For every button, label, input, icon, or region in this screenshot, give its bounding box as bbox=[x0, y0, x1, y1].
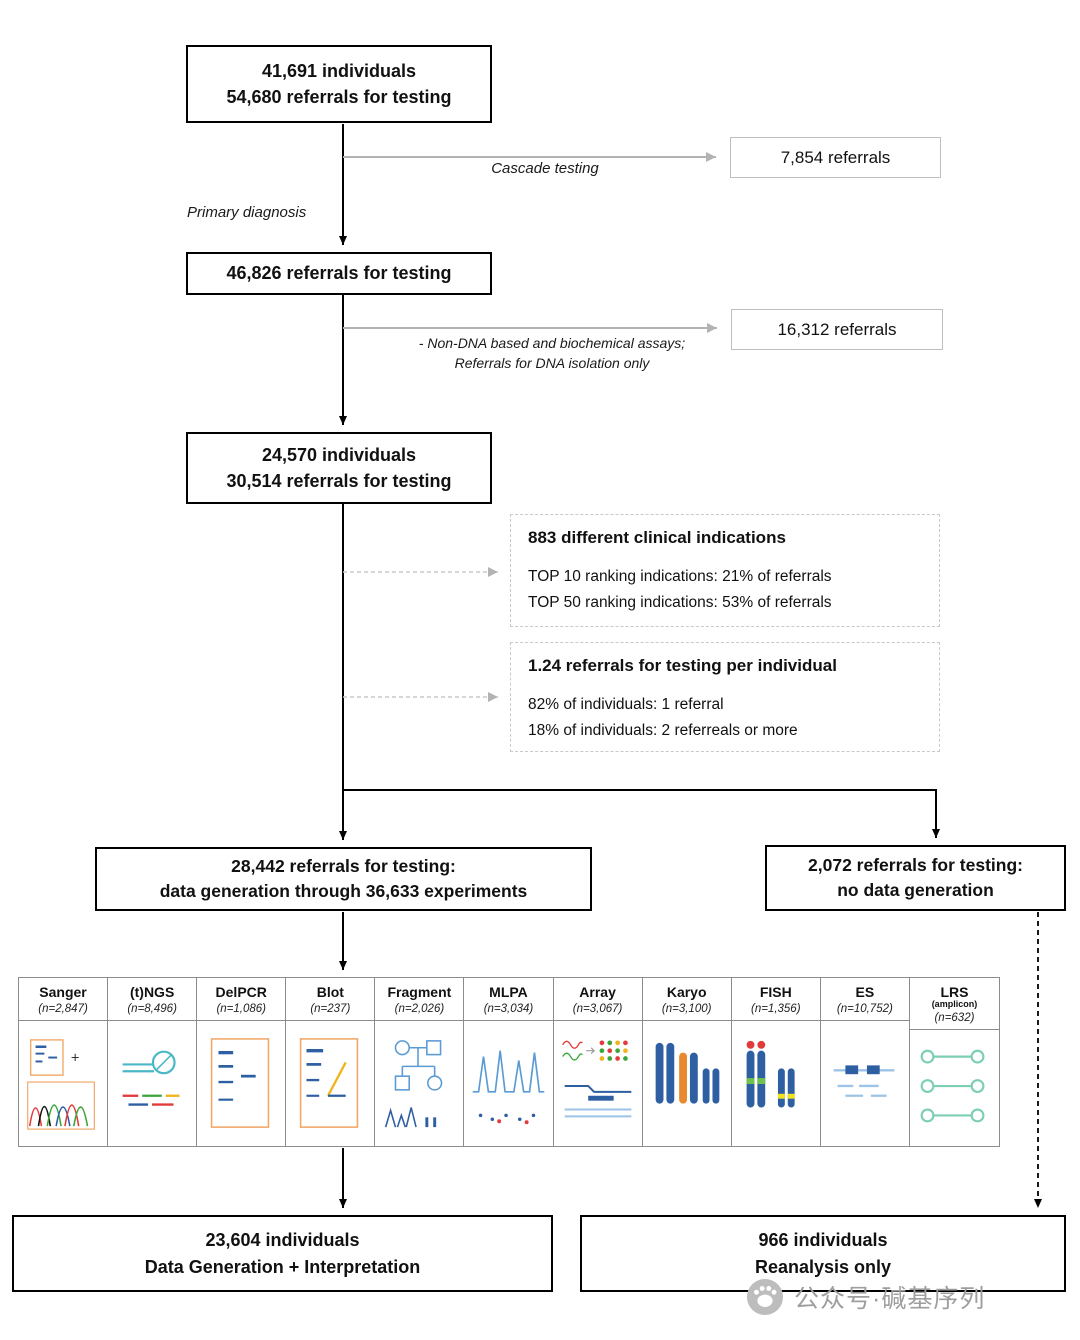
method-count: (n=3,067) bbox=[572, 1003, 623, 1015]
method-subname: (amplicon) bbox=[931, 999, 978, 1009]
interpretation-line1: 23,604 individuals bbox=[205, 1230, 360, 1251]
mlpa-icon bbox=[464, 1021, 552, 1146]
cascade-testing-label: Cascade testing bbox=[491, 160, 599, 177]
method-column-karyo: Karyo (n=3,100) bbox=[642, 978, 732, 1146]
es-icon bbox=[821, 1021, 909, 1146]
method-header: Blot (n=237) bbox=[286, 978, 375, 1021]
interpretation-box: 23,604 individuals Data Generation + Int… bbox=[12, 1215, 553, 1292]
fragment-icon bbox=[375, 1021, 463, 1146]
method-name: FISH bbox=[759, 984, 792, 1000]
reanalysis-line2: Reanalysis only bbox=[754, 1256, 892, 1277]
referrals-per-individual-line1: 82% of individuals: 1 referral bbox=[528, 696, 724, 713]
watermark-text: 公众号·碱基序列 bbox=[794, 1285, 986, 1313]
referrals-per-individual-info-box: 1.24 referrals for testing per individua… bbox=[510, 642, 940, 752]
data-generation-line1: 28,442 referrals for testing: bbox=[231, 855, 456, 876]
method-count: (n=3,100) bbox=[661, 1003, 712, 1015]
svg-text:+: + bbox=[71, 1050, 80, 1066]
referrals-46826-box: 46,826 referrals for testing bbox=[186, 252, 492, 295]
data-generation-box: 28,442 referrals for testing: data gener… bbox=[95, 847, 592, 911]
method-header: ES (n=10,752) bbox=[820, 978, 909, 1021]
method-name: ES bbox=[855, 984, 875, 1000]
individuals-24570-box: 24,570 individuals 30,514 referrals for … bbox=[186, 432, 492, 504]
method-name: LRS bbox=[940, 984, 969, 1000]
method-column-mlpa: MLPA (n=3,034) bbox=[464, 978, 554, 1146]
exclusion-label-line1: - Non-DNA based and biochemical assays; bbox=[418, 335, 686, 351]
referrals-per-individual-line2: 18% of individuals: 2 referreals or more bbox=[528, 721, 798, 739]
method-column-delpcr: DelPCR (n=1,086) bbox=[197, 978, 287, 1146]
watermark-logo-icon bbox=[746, 1278, 784, 1316]
method-header: Sanger (n=2,847) bbox=[19, 978, 108, 1021]
karyo-icon bbox=[643, 1021, 731, 1146]
methods-row: Sanger (n=2,847) + (t)NGS (n=8,496) DelPCR (n=… bbox=[18, 977, 1000, 1147]
exclusion-label: - Non-DNA based and biochemical assays; … bbox=[378, 333, 726, 374]
method-name: DelPCR bbox=[215, 984, 267, 1000]
method-column-array: Array (n=3,067) bbox=[553, 978, 643, 1146]
method-count: (n=237) bbox=[310, 1003, 351, 1015]
method-name: Blot bbox=[316, 984, 344, 1000]
individuals-24570-line2: 30,514 referrals for testing bbox=[226, 471, 452, 491]
method-header: Karyo (n=3,100) bbox=[642, 978, 731, 1021]
data-generation-line2: data generation through 36,633 experimen… bbox=[159, 881, 528, 901]
method-count: (n=632) bbox=[934, 1012, 975, 1024]
ngs-icon bbox=[108, 1021, 196, 1146]
method-column-tngs: (t)NGS (n=8,496) bbox=[108, 978, 198, 1146]
method-column-lrs: LRS(amplicon) (n=632) bbox=[909, 978, 999, 1146]
method-column-blot: Blot (n=237) bbox=[286, 978, 376, 1146]
interpretation-line2: Data Generation + Interpretation bbox=[144, 1256, 421, 1277]
clinical-indications-title: 883 different clinical indications bbox=[528, 528, 786, 547]
referrals-per-individual-title: 1.24 referrals for testing per individua… bbox=[528, 656, 837, 675]
method-column-fish: FISH (n=1,356) bbox=[731, 978, 821, 1146]
method-header: Fragment (n=2,026) bbox=[375, 978, 464, 1021]
individuals-24570-line1: 24,570 individuals bbox=[261, 444, 417, 465]
total-individuals-line2: 54,680 referrals for testing bbox=[226, 87, 452, 107]
method-column-sanger: Sanger (n=2,847) + bbox=[19, 978, 109, 1146]
method-count: (n=2,847) bbox=[38, 1003, 88, 1015]
array-icon bbox=[554, 1021, 642, 1146]
no-data-generation-box: 2,072 referrals for testing: no data gen… bbox=[765, 845, 1066, 911]
method-name: MLPA bbox=[489, 984, 528, 1000]
blot-icon bbox=[286, 1021, 374, 1146]
method-count: (n=1,086) bbox=[216, 1003, 266, 1015]
method-name: Sanger bbox=[39, 984, 87, 1000]
method-name: Karyo bbox=[666, 984, 707, 1000]
method-count: (n=3,034) bbox=[483, 1003, 534, 1015]
clinical-indications-line2: TOP 50 ranking indications: 53% of refer… bbox=[528, 593, 832, 611]
no-data-generation-line1: 2,072 referrals for testing: bbox=[808, 854, 1023, 875]
total-individuals-box: 41,691 individuals 54,680 referrals for … bbox=[186, 45, 492, 123]
method-count: (n=10,752) bbox=[836, 1003, 893, 1015]
clinical-indications-info-box: 883 different clinical indications TOP 1… bbox=[510, 514, 940, 627]
method-name: Array bbox=[579, 984, 616, 1000]
cascade-referrals-box: 7,854 referrals bbox=[730, 137, 941, 178]
method-header: FISH (n=1,356) bbox=[731, 978, 820, 1021]
reanalysis-box: 966 individuals Reanalysis only bbox=[580, 1215, 1066, 1292]
delpcr-icon bbox=[197, 1021, 285, 1146]
total-individuals-line1: 41,691 individuals bbox=[261, 60, 417, 81]
lrs-icon bbox=[910, 1030, 999, 1146]
method-header: (t)NGS (n=8,496) bbox=[108, 978, 197, 1021]
method-header: DelPCR (n=1,086) bbox=[197, 978, 286, 1021]
clinical-indications-line1: TOP 10 ranking indications: 21% of refer… bbox=[528, 568, 832, 585]
method-count: (n=8,496) bbox=[127, 1003, 177, 1015]
method-count: (n=2,026) bbox=[394, 1003, 445, 1015]
reanalysis-line1: 966 individuals bbox=[758, 1230, 888, 1251]
method-header: Array (n=3,067) bbox=[553, 978, 642, 1021]
method-column-fragment: Fragment (n=2,026) bbox=[375, 978, 465, 1146]
method-header: MLPA (n=3,034) bbox=[464, 978, 553, 1021]
excluded-referrals-box: 16,312 referrals bbox=[731, 309, 943, 350]
exclusion-label-line2: Referrals for DNA isolation only bbox=[454, 355, 650, 372]
method-name: Fragment bbox=[387, 984, 452, 1000]
no-data-generation-line2: no data generation bbox=[837, 880, 994, 900]
method-column-es: ES (n=10,752) bbox=[820, 978, 910, 1146]
fish-icon bbox=[732, 1021, 820, 1146]
watermark: 公众号·碱基序列 bbox=[746, 1278, 985, 1316]
method-header: LRS(amplicon) (n=632) bbox=[909, 978, 999, 1030]
method-count: (n=1,356) bbox=[750, 1003, 801, 1015]
method-name: (t)NGS bbox=[129, 984, 175, 1000]
sanger-icon: + bbox=[19, 1021, 107, 1146]
primary-diagnosis-label: Primary diagnosis bbox=[187, 204, 307, 221]
